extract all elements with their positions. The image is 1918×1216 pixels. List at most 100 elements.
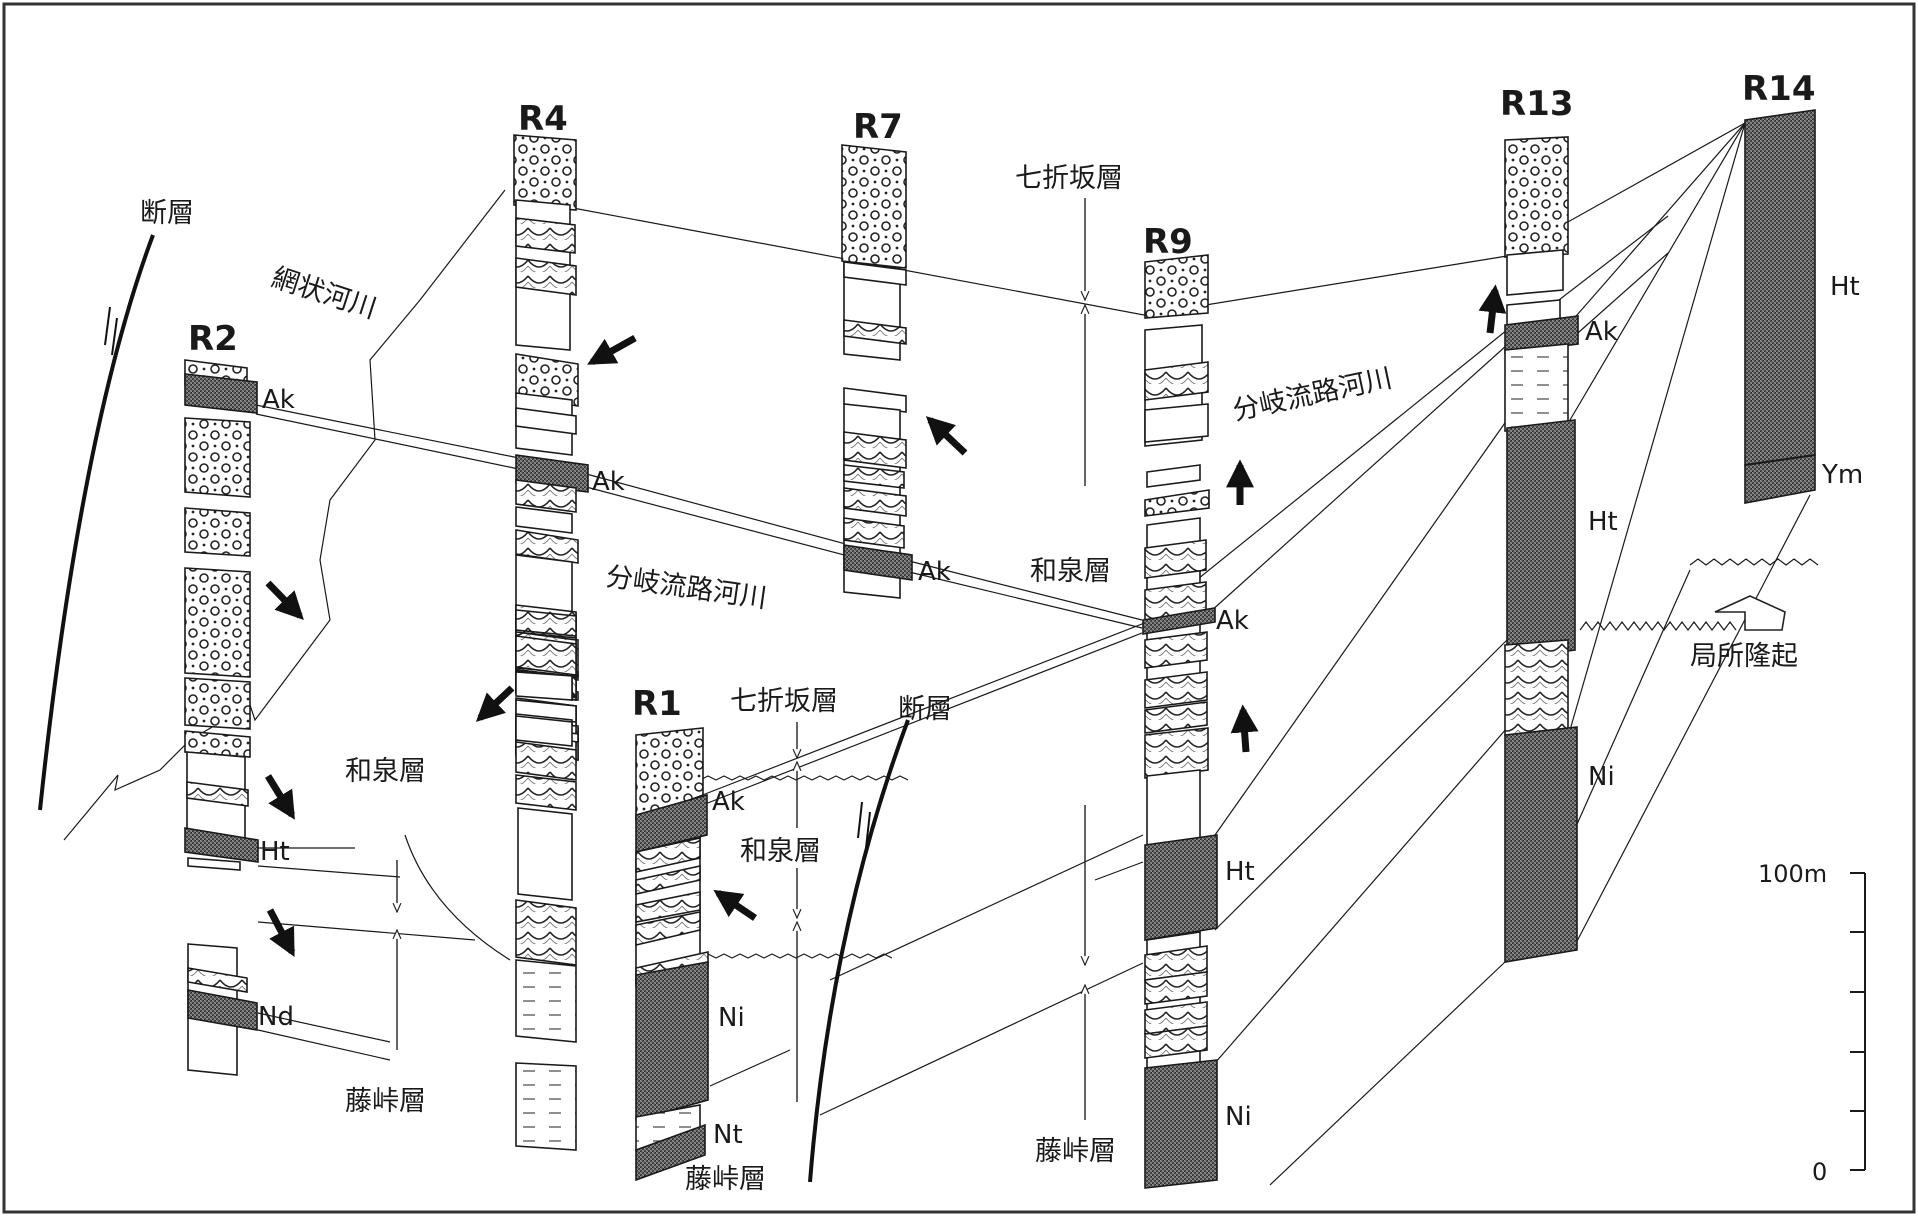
corr-line-r1-ni-top xyxy=(709,1049,791,1087)
corr-line-r13-r14-a xyxy=(1569,122,1746,324)
paleocurrent-arrows xyxy=(265,284,1507,957)
bed xyxy=(1144,631,1208,669)
bed xyxy=(1504,136,1569,258)
bed xyxy=(635,911,701,947)
bed xyxy=(187,857,241,871)
bed xyxy=(1144,671,1208,709)
bed xyxy=(841,144,907,269)
column-r7 xyxy=(841,144,913,599)
bed xyxy=(635,1123,706,1182)
unconformity-lines xyxy=(699,558,1819,959)
arrow-icon xyxy=(266,908,296,957)
corr-line-r2-ht2 xyxy=(257,865,401,878)
bed xyxy=(515,407,577,435)
unit-label-r9-ht: Ht xyxy=(1225,857,1255,887)
izumi-formation-label-mid: 和泉層 xyxy=(740,836,821,867)
anastomosing-river-label-mid: 分岐流路河川 xyxy=(604,561,769,614)
fault-motion-mid-1 xyxy=(857,801,863,839)
arrow-icon xyxy=(925,416,968,456)
column-labels: R2 R4 R7 R1 R9 R13 R14 xyxy=(188,69,1816,724)
bed xyxy=(1744,454,1816,466)
bed xyxy=(635,727,704,822)
bed xyxy=(515,506,573,534)
bed xyxy=(1144,1059,1218,1189)
bed xyxy=(1506,249,1564,296)
column-r9 xyxy=(1142,254,1218,1189)
unit-label-r2-nd: Nd xyxy=(258,1002,294,1032)
bed xyxy=(184,373,258,414)
bed xyxy=(184,827,259,863)
bed xyxy=(515,1062,577,1151)
column-label-r2: R2 xyxy=(188,319,238,359)
unit-label-r14-ht: Ht xyxy=(1830,272,1860,302)
bed xyxy=(515,715,573,747)
column-r4 xyxy=(513,134,589,1151)
column-label-r7: R7 xyxy=(853,107,903,147)
unit-label-r9-ak: Ak xyxy=(1216,606,1249,636)
fujitao-formation-label-left: 藤峠層 xyxy=(345,1086,426,1117)
bed xyxy=(843,319,907,345)
corr-line-r2-nd xyxy=(257,1012,391,1043)
corr-line-ak-upper xyxy=(255,404,1143,621)
unit-label-r9-ni: Ni xyxy=(1225,1102,1252,1132)
corr-line-r13-r14-d xyxy=(1574,494,1811,946)
bed xyxy=(635,793,708,854)
bed xyxy=(1144,1025,1208,1059)
column-r14 xyxy=(1744,109,1816,504)
column-r13 xyxy=(1504,136,1579,963)
braided-river-label: 網状河川 xyxy=(268,262,380,325)
arrow-icon xyxy=(1478,284,1507,334)
uplift-arrow-icon xyxy=(1714,595,1786,631)
fault-line-mid xyxy=(808,719,910,1183)
corr-line-ak-lower xyxy=(255,413,1143,629)
scale-label-bottom: 0 xyxy=(1812,1158,1827,1186)
fault-motion-left-2 xyxy=(111,317,118,356)
bed xyxy=(1144,539,1207,579)
unit-labels: Ak Ht Nd Ak Ak Ak Ni Nt Ak Ht Ni Ak Ht N… xyxy=(258,272,1863,1150)
fujitao-formation-label-right: 藤峠層 xyxy=(1035,1136,1116,1167)
column-label-r1: R1 xyxy=(632,684,682,724)
bed xyxy=(515,635,577,676)
unit-label-r2-ht: Ht xyxy=(260,837,290,867)
bed xyxy=(515,899,577,966)
bed xyxy=(635,865,701,895)
bed xyxy=(513,134,577,211)
corr-line-r9-upper-mid xyxy=(1094,861,1144,881)
column-label-r9: R9 xyxy=(1143,222,1193,262)
wavy-line-r13-r14 xyxy=(1579,621,1737,631)
bed xyxy=(515,609,577,637)
column-r1 xyxy=(635,727,709,1182)
unit-label-r13-ni: Ni xyxy=(1588,762,1615,792)
arrow-icon xyxy=(1230,704,1259,753)
corr-line-r13-r14-c xyxy=(1569,122,1746,731)
bed xyxy=(1144,834,1218,941)
izumi-formation-label-left: 和泉層 xyxy=(345,756,426,787)
corr-line-r13-ak2 xyxy=(1569,252,1669,341)
izumi-formation-label-right: 和泉層 xyxy=(1030,556,1111,587)
wavy-line-r1-top xyxy=(699,775,909,781)
arrow-icon xyxy=(475,685,515,722)
corr-line-ak-r9-r13b xyxy=(1209,344,1508,613)
bed xyxy=(1504,639,1569,736)
anastomosing-river-label-right: 分岐流路河川 xyxy=(1230,363,1395,427)
unit-label-r1-ak: Ak xyxy=(712,787,745,817)
bed xyxy=(184,417,251,498)
bed xyxy=(1144,254,1209,319)
column-label-r4: R4 xyxy=(518,99,568,139)
bed xyxy=(843,464,905,489)
bed xyxy=(515,479,577,513)
bed xyxy=(1506,419,1576,659)
arrow-icon xyxy=(265,774,295,820)
bed xyxy=(515,529,579,564)
bed xyxy=(186,781,249,807)
corr-line-r2-r4-mid xyxy=(257,921,476,941)
bed xyxy=(184,677,251,730)
bed xyxy=(515,774,577,811)
corr-line-r13-r14-e xyxy=(1569,569,1691,841)
fault-motion-mid-2 xyxy=(865,811,871,849)
braided-river-boundary xyxy=(63,189,506,841)
arrow-icon xyxy=(265,580,304,621)
bed xyxy=(1744,109,1816,466)
